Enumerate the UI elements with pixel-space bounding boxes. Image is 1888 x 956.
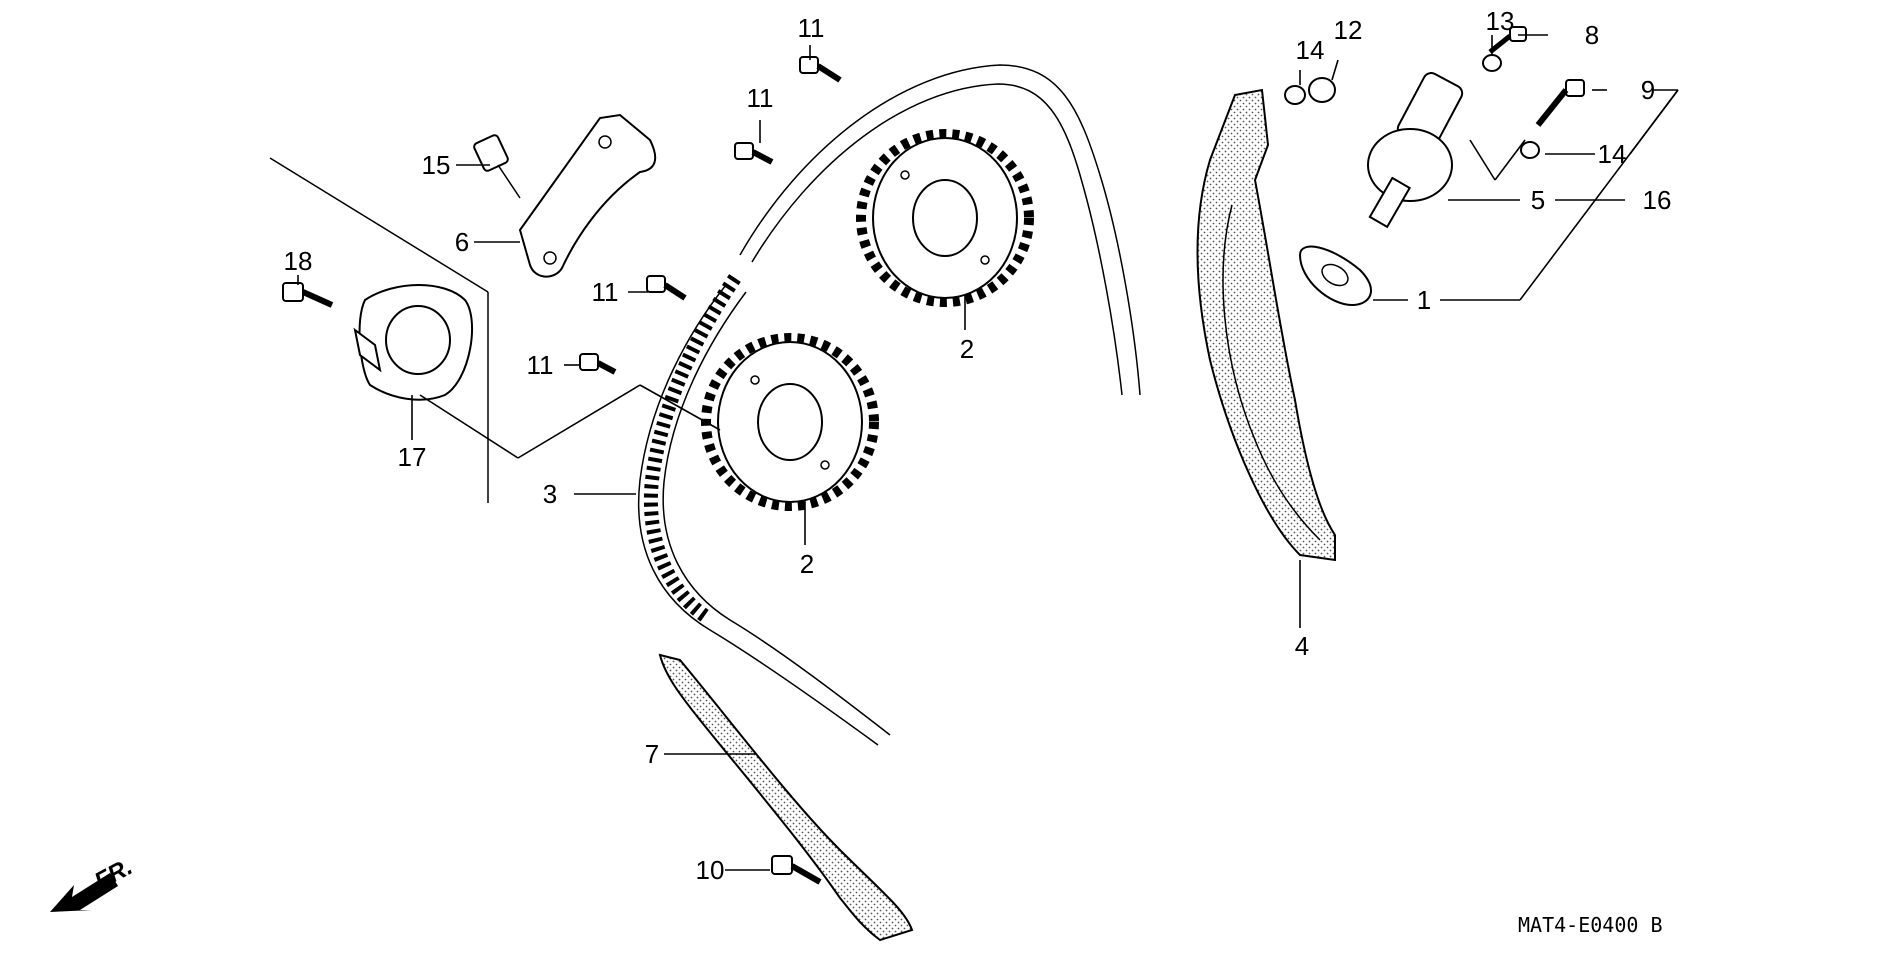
tensioner-lifter [1367,72,1464,229]
callout-labels: 1 2 2 3 4 5 6 7 8 9 10 11 11 11 11 12 13… [284,6,1672,885]
callout-11-second: 11 [747,83,774,113]
bolt-10 [771,855,822,885]
callout-14-top: 14 [1296,35,1325,65]
callout-12: 12 [1334,15,1363,45]
callout-6: 6 [455,227,469,257]
chain-guide-plate [518,113,657,278]
cam-chain-tensioner-arm [1196,88,1336,562]
diagram-code: MAT4-E0400 B [1518,913,1663,937]
callout-8: 8 [1585,20,1599,50]
bolt-11-top [799,56,842,83]
bolt-8 [1488,26,1527,54]
sprocket-setting-plate [353,284,473,401]
callout-11-fourth: 11 [527,350,554,380]
bolt-11-third [646,275,687,301]
callout-11-third: 11 [592,277,619,307]
bolt-15 [473,134,521,199]
engine-case-outline [269,157,489,503]
callout-4: 4 [1295,631,1309,661]
cam-chain-guide [658,653,914,942]
callout-9: 9 [1641,75,1655,105]
callout-13: 13 [1486,6,1515,36]
callout-11-top: 11 [798,13,825,43]
washer-13 [1482,54,1502,72]
leader-lines [297,34,1679,871]
front-direction-arrow-icon: FR. [50,853,137,912]
bolt-18 [282,282,334,308]
cam-sprocket-upper [856,129,1034,307]
bolt-11-fourth [579,353,617,375]
callout-15: 15 [422,150,451,180]
callout-14-right: 14 [1598,139,1627,169]
callout-5: 5 [1531,185,1545,215]
callout-1: 1 [1417,285,1431,315]
callout-2-lower: 2 [800,549,814,579]
callout-16: 16 [1643,185,1672,215]
tensioner-gasket [1298,245,1372,307]
bolt-11-second [734,142,774,165]
bolt-9 [1535,79,1585,127]
cam-sprocket-lower [701,333,879,511]
callout-7: 7 [645,739,659,769]
callout-17: 17 [398,442,427,472]
nut-12 [1308,77,1336,103]
washer-14-right [1520,141,1540,159]
callout-2-upper: 2 [960,334,974,364]
callout-3: 3 [543,479,557,509]
callout-10: 10 [696,855,725,885]
cam-chain [637,64,1141,746]
callout-18: 18 [284,246,313,276]
washer-14-top [1284,85,1306,105]
